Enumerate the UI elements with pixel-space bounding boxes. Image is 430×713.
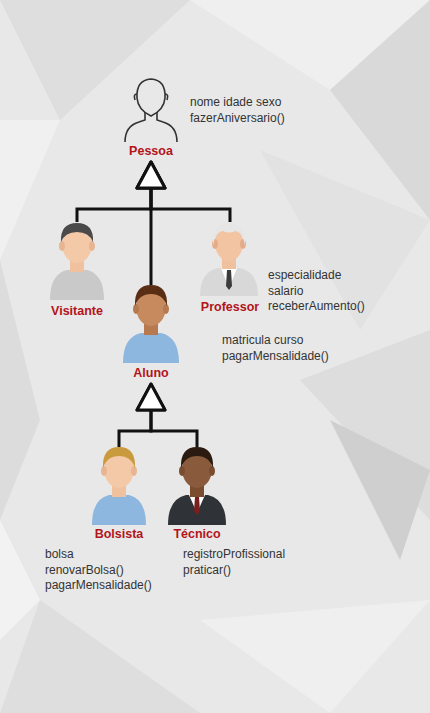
class-name: Pessoa: [100, 144, 202, 159]
inheritance-arrowhead: [151, 384, 197, 447]
member-list: bolsa renovarBolsa() pagarMensalidade(): [45, 547, 152, 594]
inheritance-line: [151, 384, 197, 447]
inheritance-line: [151, 162, 230, 222]
visitor-icon: [50, 223, 104, 300]
scholarship-student-icon: [92, 447, 146, 525]
member-list: nome idade sexo fazerAniversario(): [190, 95, 285, 126]
class-node: TécnicoregistroProfissional praticar(): [146, 447, 248, 542]
person-outline-icon: [125, 79, 177, 142]
technician-icon: [168, 447, 226, 525]
inheritance-arrowhead: [151, 162, 230, 222]
class-node: Visitante: [26, 222, 128, 319]
class-name: Bolsista: [68, 527, 170, 542]
inheritance-line: [119, 384, 151, 447]
class-node: Alunomatricula curso pagarMensalidade(): [100, 285, 202, 381]
class-name: Técnico: [146, 527, 248, 542]
member-list: registroProfissional praticar(): [183, 547, 285, 578]
inheritance-arrowhead: [77, 162, 151, 222]
professor-icon: [200, 223, 258, 296]
inheritance-arrowhead: [119, 384, 151, 447]
class-name: Aluno: [100, 366, 202, 381]
class-name: Visitante: [26, 304, 128, 319]
class-node: Professorespecialidade salario receberAu…: [179, 222, 281, 315]
class-node: Pessoanome idade sexo fazerAniversario(): [100, 78, 202, 159]
class-name: Professor: [179, 300, 281, 315]
inheritance-arrowhead: [151, 162, 152, 285]
inheritance-line: [77, 162, 151, 222]
class-node: Bolsistabolsa renovarBolsa() pagarMensal…: [68, 447, 170, 542]
member-list: especialidade salario receberAumento(): [268, 268, 365, 315]
member-list: matricula curso pagarMensalidade(): [222, 333, 329, 364]
student-icon: [123, 285, 179, 363]
